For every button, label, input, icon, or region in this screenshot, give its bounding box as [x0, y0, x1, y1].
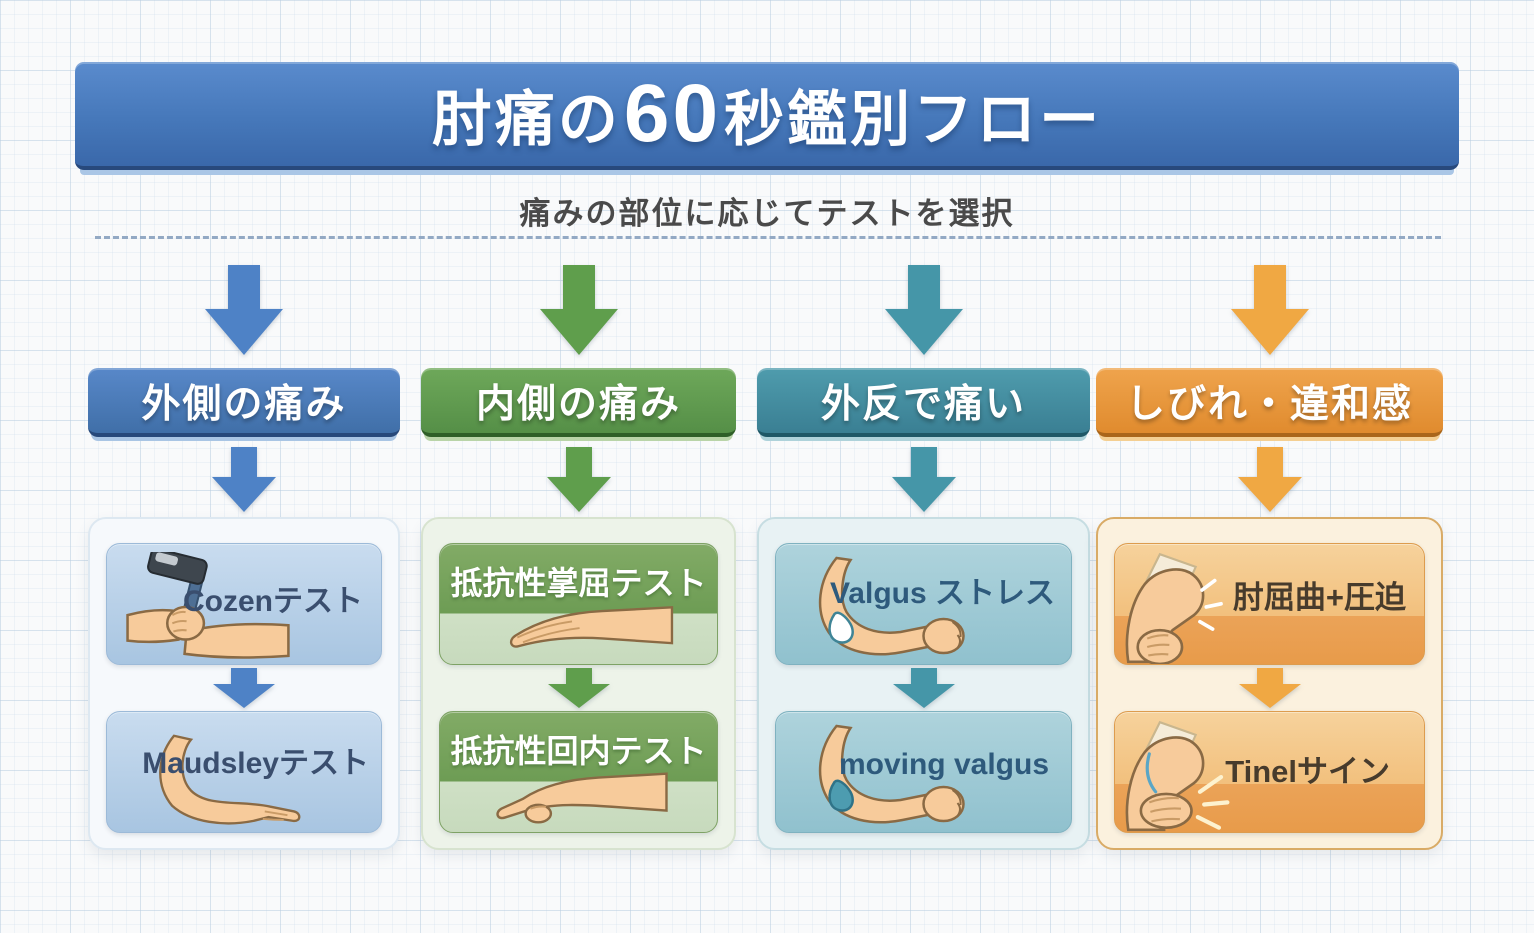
down-arrow-icon [546, 447, 611, 512]
down-arrow-icon [1238, 668, 1301, 708]
category-header-lateral: 外側の痛み [88, 368, 400, 437]
next-step-arrow [1114, 665, 1425, 711]
test-panel-medial: 抵抗性掌屈テスト 抵抗性回内テスト [421, 517, 736, 850]
down-arrow-icon [547, 668, 610, 708]
next-step-arrow [106, 665, 382, 711]
column-medial-pain: 内側の痛み 抵抗性掌屈テスト 抵抗性回内テスト [421, 265, 736, 850]
test-label: Tinelサイン [1225, 754, 1390, 789]
hammer-tap-forearm-illustration [126, 552, 290, 659]
down-arrow-icon [205, 265, 283, 355]
column-numbness: しびれ・違和感 肘屈曲+圧迫 [1096, 265, 1443, 850]
category-header-medial: 内側の痛み [421, 368, 736, 437]
category-header-numbness: しびれ・違和感 [1096, 368, 1443, 437]
down-arrow-icon [891, 447, 956, 512]
test-card-resisted-palmar-flexion: 抵抗性掌屈テスト [439, 543, 718, 665]
flat-palm-arm-illustration [509, 606, 674, 648]
category-header-valgus: 外反で痛い [757, 368, 1090, 437]
down-arrow-icon [1230, 265, 1309, 355]
page-subtitle: 痛みの部位に応じてテストを選択 [519, 196, 1015, 231]
test-card-tinel-sign: Tinelサイン [1114, 711, 1425, 833]
test-label: Valgus ストレス [829, 577, 1055, 610]
down-arrow-icon [213, 668, 275, 708]
down-arrow-icon [884, 265, 963, 355]
test-panel-numbness: 肘屈曲+圧迫 Tinelサイン [1096, 517, 1443, 850]
test-panel-valgus: Valgus ストレス moving valgus [757, 517, 1090, 850]
test-label: Cozenテスト [183, 585, 363, 618]
test-panel-lateral: Cozenテスト Maudsleyテスト [88, 517, 400, 850]
bent-elbow-white-highlight-illustration [818, 556, 965, 656]
next-step-arrow [439, 665, 718, 711]
test-card-resisted-pronation: 抵抗性回内テスト [439, 711, 718, 833]
down-arrow-icon [1237, 447, 1302, 512]
down-arrow-icon [539, 265, 618, 355]
flexed-elbow-compression-illustration [1125, 552, 1223, 664]
page-title-number: 60 [623, 68, 722, 159]
tinel-tap-elbow-illustration [1125, 720, 1230, 832]
column-valgus-pain: 外反で痛い Valgus ストレス [757, 265, 1090, 850]
test-label: Maudsleyテスト [142, 747, 369, 780]
pronated-pointing-arm-illustration [496, 772, 668, 824]
bent-elbow-teal-highlight-illustration [818, 724, 965, 824]
test-card-cozen: Cozenテスト [106, 543, 382, 665]
test-label: 抵抗性掌屈テスト [450, 565, 707, 601]
column-lateral-pain: 外側の痛み Cozenテスト [88, 265, 400, 850]
down-arrow-icon [212, 447, 276, 512]
page-title-prefix: 肘痛の [431, 85, 621, 153]
test-label: moving valgus [838, 748, 1049, 781]
page-title: 肘痛の 60 秒鑑別フロー [75, 62, 1459, 170]
dashed-divider [95, 236, 1441, 239]
test-card-valgus-stress: Valgus ストレス [775, 543, 1072, 665]
test-card-maudsley: Maudsleyテスト [106, 711, 382, 833]
page-title-suffix: 秒鑑別フロー [724, 85, 1103, 153]
extended-pointing-arm-illustration [159, 734, 301, 825]
down-arrow-icon [892, 668, 955, 708]
test-card-elbow-flexion-compression: 肘屈曲+圧迫 [1114, 543, 1425, 665]
test-label: 抵抗性回内テスト [450, 733, 707, 769]
test-card-moving-valgus: moving valgus [775, 711, 1072, 833]
next-step-arrow [775, 665, 1072, 711]
test-label: 肘屈曲+圧迫 [1232, 580, 1406, 615]
